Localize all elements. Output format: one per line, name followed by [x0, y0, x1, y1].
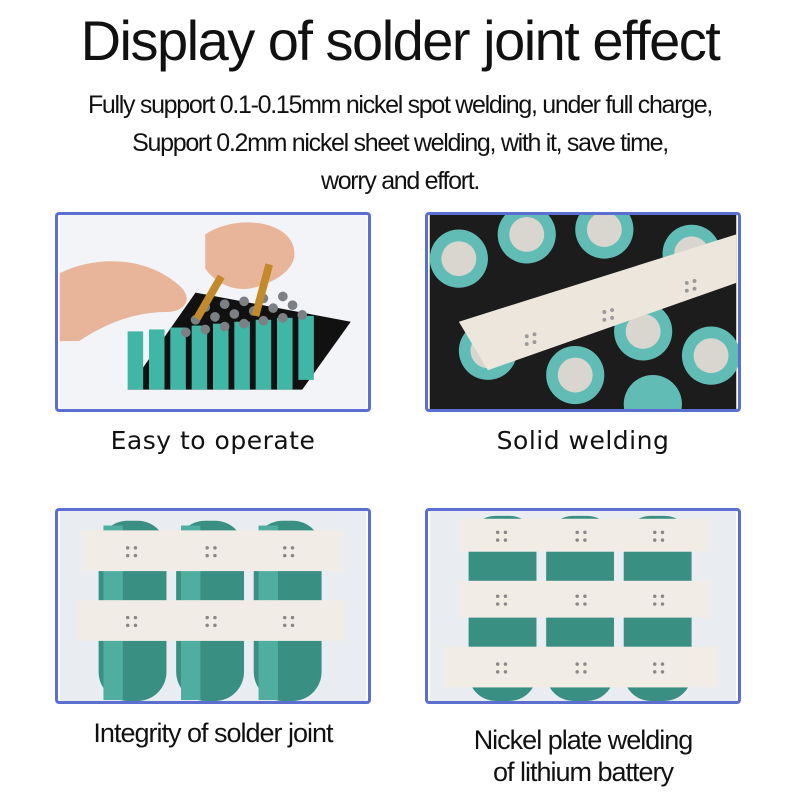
photo-solid-welding: [425, 212, 741, 412]
photo-easy-to-operate: [55, 212, 371, 412]
nickel-strip-shape: [458, 234, 737, 371]
subtitle-line-1: Fully support 0.1-0.15mm nickel spot wel…: [87, 91, 713, 119]
caption-solid-welding: Solid welding: [496, 426, 670, 455]
caption-nickel-line-1: Nickel plate welding: [473, 725, 694, 755]
caption-nickel-plate-welding: Nickel plate welding of lithium battery: [410, 724, 756, 788]
caption-easy-to-operate: Easy to operate: [110, 426, 316, 455]
two-strips-cells-image: [59, 511, 367, 701]
nickel-strip-shapes: [443, 518, 719, 688]
hands-shape: [59, 222, 295, 342]
page-title: Display of solder joint effect: [80, 9, 721, 72]
cell-top-shapes: [429, 215, 738, 409]
battery-pack-welding-image: [59, 215, 367, 409]
photo-integrity-solder-joint: [55, 508, 371, 704]
cell-holder-strip-image: [429, 215, 738, 409]
photo-nickel-plate-welding: [425, 508, 741, 704]
subtitle-line-3: worry and effort.: [320, 167, 480, 195]
page-subtitle: Fully support 0.1-0.15mm nickel spot wel…: [20, 86, 780, 200]
battery-pack-shape: [127, 291, 351, 390]
caption-integrity-solder-joint: Integrity of solder joint: [93, 718, 333, 748]
subtitle-line-2: Support 0.2mm nickel sheet welding, with…: [132, 129, 669, 157]
nickel-strip-shapes: [77, 530, 345, 641]
three-strips-cells-image: [429, 511, 737, 701]
caption-nickel-line-2: of lithium battery: [492, 757, 674, 787]
welding-pen-shape: [193, 263, 273, 321]
